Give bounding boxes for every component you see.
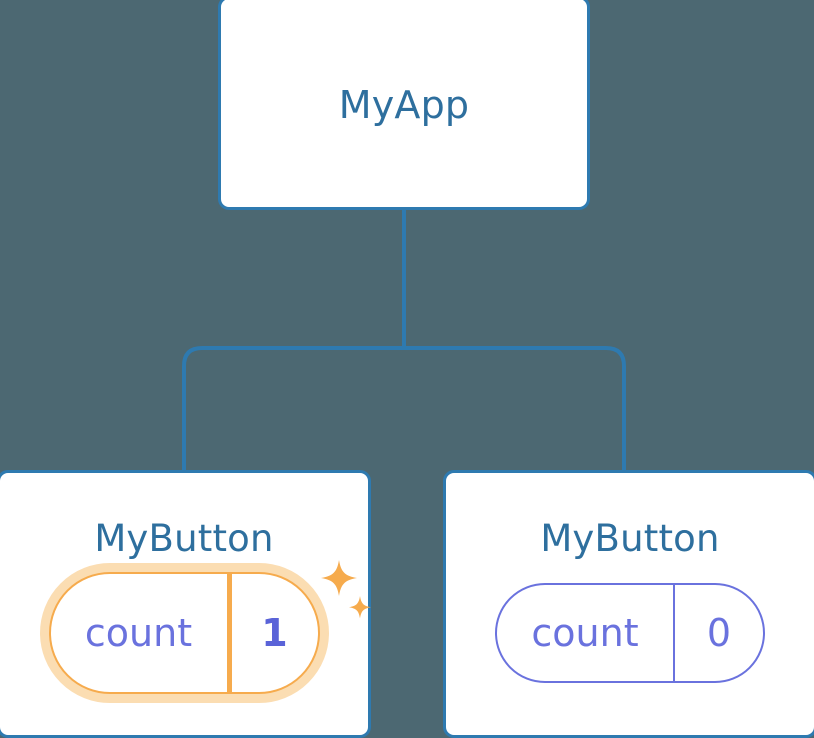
prop-key: count <box>51 574 232 692</box>
prop-pill-container: count 1 <box>0 563 368 703</box>
edge-root-to-child-0 <box>182 346 404 472</box>
prop-value: 0 <box>706 611 732 655</box>
prop-pill-count[interactable]: count 1 <box>39 563 329 703</box>
component-node-myapp[interactable]: MyApp <box>218 0 590 210</box>
prop-pill-count[interactable]: count 0 <box>495 583 765 683</box>
prop-key: count <box>497 585 675 681</box>
component-title: MyButton <box>94 517 274 560</box>
component-node-mybutton-0[interactable]: MyButton count 1 <box>0 470 371 738</box>
component-node-mybutton-1[interactable]: MyButton count 0 <box>443 470 814 738</box>
component-title: MyApp <box>338 83 470 127</box>
component-title: MyButton <box>540 517 720 560</box>
prop-value: 1 <box>261 611 288 655</box>
prop-pill-container: count 0 <box>446 583 814 683</box>
edge-root-to-child-1 <box>404 346 626 472</box>
